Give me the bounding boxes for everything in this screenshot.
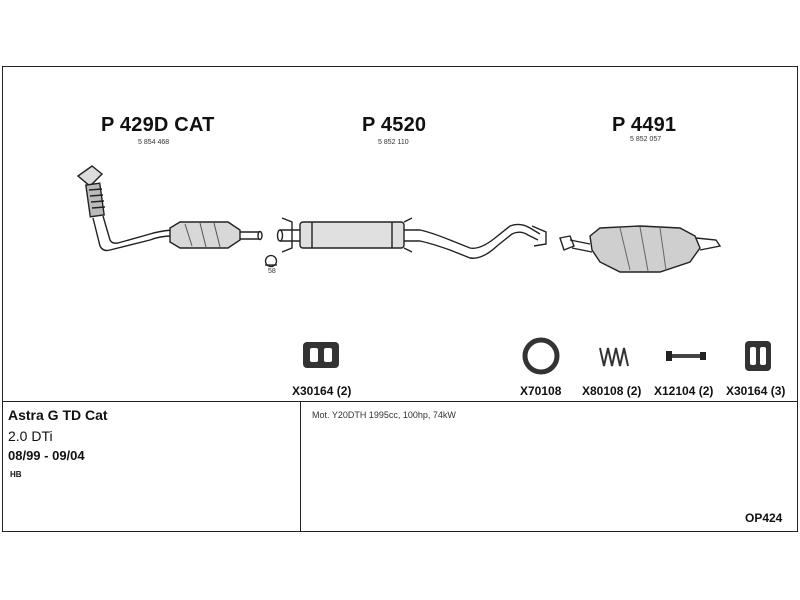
engine-spec: Mot. Y20DTH 1995cc, 100hp, 74kW (312, 410, 456, 420)
accessory-label-x80108: X80108 (2) (582, 384, 642, 398)
info-divider-horizontal (2, 401, 798, 402)
vehicle-model: Astra G TD Cat (8, 407, 108, 423)
diagram-code: OP424 (745, 511, 783, 525)
clamp-label: 58 (268, 268, 276, 275)
middle-silencer-drawing (276, 217, 547, 259)
info-divider-vertical (300, 401, 301, 532)
vehicle-engine: 2.0 DTi (8, 428, 53, 444)
clamp-drawing (264, 254, 278, 268)
rubber-hanger-icon (745, 341, 771, 371)
accessory-label-x70108: X70108 (520, 384, 562, 398)
part-code-rear-silencer: P 4491 (612, 114, 677, 136)
gasket-ring-icon (522, 337, 560, 375)
part-code-middle-silencer: P 4520 (362, 114, 427, 136)
vehicle-years: 08/99 - 09/04 (8, 448, 85, 463)
vehicle-body-type: HB (10, 470, 22, 479)
diagram-frame (2, 66, 798, 532)
part-number-rear-silencer: 5 852 057 (630, 136, 662, 143)
accessory-label-x12104: X12104 (2) (654, 384, 714, 398)
part-code-catalyst: P 429D CAT (101, 114, 215, 136)
bolt-icon (666, 351, 706, 361)
catalyst-pipe-drawing (76, 165, 263, 252)
rear-silencer-drawing (559, 225, 722, 273)
rubber-hanger-icon (303, 342, 339, 368)
part-number-catalyst: 5 854 468 (138, 139, 170, 146)
accessory-label-x30164-2: X30164 (2) (292, 384, 352, 398)
accessory-label-x30164-3: X30164 (3) (726, 384, 786, 398)
spring-icon (599, 347, 629, 367)
part-number-middle-silencer: 5 852 110 (378, 139, 409, 146)
